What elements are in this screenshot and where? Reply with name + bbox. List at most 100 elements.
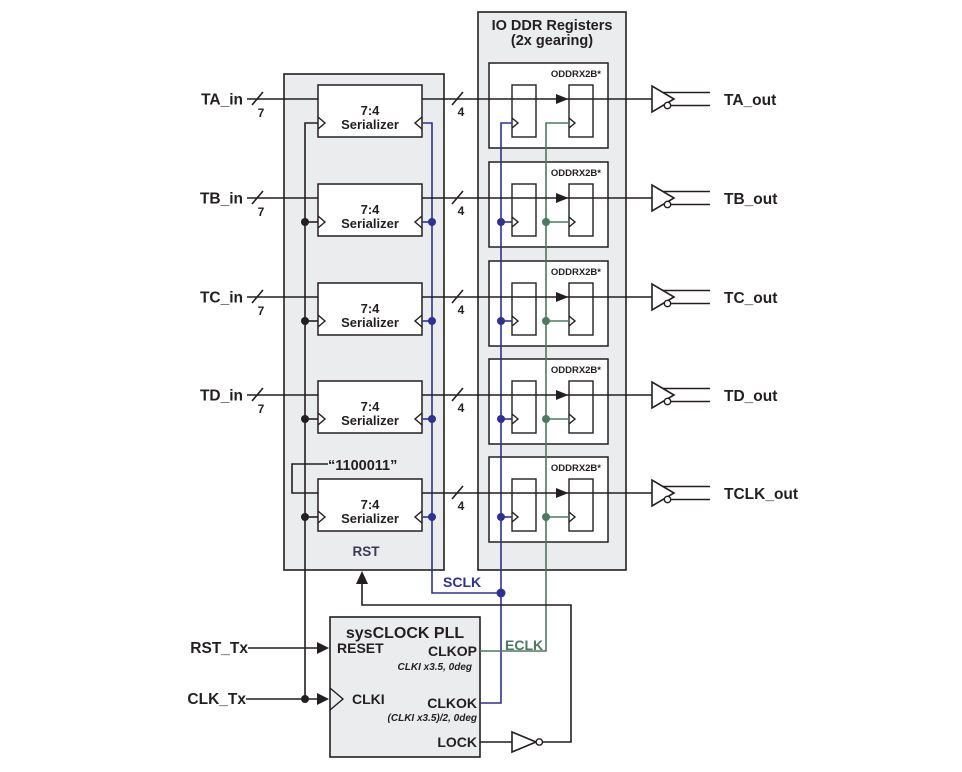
- pattern-wire: [291, 463, 328, 494]
- clock-chevron-icon: [568, 315, 577, 327]
- serializer-ratio: 7:4: [361, 497, 381, 512]
- serializer-label: Serializer: [341, 315, 399, 330]
- junction-dot: [428, 513, 436, 521]
- junction-dot: [542, 317, 550, 325]
- clk-tx-label: CLK_Tx: [187, 691, 246, 708]
- junction-dot: [542, 513, 550, 521]
- clock-chevron-icon: [413, 314, 423, 328]
- input-label: TC_in: [200, 290, 243, 307]
- ff-arrowhead: [556, 488, 569, 498]
- ff-arrowhead: [556, 193, 569, 203]
- pll-input-wires: [246, 642, 345, 711]
- oddr-label: ODDRX2B*: [551, 168, 601, 179]
- row-td: TD_in 7 4 7:4 Serializer ODDRX2B* TD_out: [200, 365, 777, 428]
- bus-width: 4: [458, 303, 465, 317]
- bus-width: 4: [458, 499, 465, 513]
- input-label: TB_in: [200, 191, 243, 208]
- oddr-label: ODDRX2B*: [551, 365, 601, 376]
- junction-dot: [497, 513, 505, 521]
- ff2: [568, 183, 594, 237]
- row-tclk: “1100011” 4 7:4 Serializer ODDRX2B* TCLK…: [291, 458, 798, 526]
- clki-arrowhead: [317, 693, 329, 705]
- pll-title: sysCLOCK PLL: [346, 625, 464, 642]
- bus-slash: [451, 485, 464, 500]
- io-ddr-title-line2: (2x gearing): [511, 33, 593, 49]
- ff2: [568, 478, 594, 532]
- sclk-label: SCLK: [443, 574, 481, 590]
- rst-label: RST: [353, 544, 381, 559]
- oddr-cells: [488, 62, 609, 543]
- serializer-label: Serializer: [341, 511, 399, 526]
- junction-dot: [497, 218, 505, 226]
- inverter-bubble-icon: [535, 738, 544, 746]
- oddr-label: ODDRX2B*: [551, 267, 601, 278]
- row-ta: TA_in 7 4 7:4 Serializer ODDRX2B* TA_out: [201, 69, 776, 132]
- serializer-cell: [317, 380, 423, 434]
- clock-chevron-icon: [317, 510, 327, 524]
- ff1: [511, 282, 537, 336]
- bus-slash: [251, 289, 264, 304]
- clock-chevron-icon: [413, 215, 423, 229]
- clock-chevron-icon: [413, 510, 423, 524]
- serializer-label: Serializer: [341, 413, 399, 428]
- ff1: [511, 84, 537, 138]
- eclk-wire: [480, 122, 569, 652]
- ff2: [568, 380, 594, 434]
- bus-width: 4: [458, 105, 465, 119]
- clock-chevron-icon: [568, 216, 577, 228]
- output-buffer-icon: [651, 478, 676, 508]
- reset-arrowhead: [317, 642, 329, 654]
- bus-width: 7: [258, 205, 265, 219]
- output-label: TCLK_out: [724, 486, 798, 503]
- bus-slash: [251, 190, 264, 205]
- clock-chevron-icon: [317, 116, 327, 130]
- junction-dot: [301, 317, 309, 325]
- ff1: [511, 478, 537, 532]
- output-label: TA_out: [724, 92, 776, 109]
- input-label: TD_in: [200, 388, 243, 405]
- serializer-ratio: 7:4: [361, 399, 381, 414]
- clock-chevron-icon: [511, 117, 520, 129]
- bus-width: 4: [458, 401, 465, 415]
- clock-chevron-icon: [568, 511, 577, 523]
- clock-chevron-icon: [568, 413, 577, 425]
- serializer-cell: [317, 84, 423, 138]
- input-label: TA_in: [201, 92, 243, 109]
- ff-arrowhead: [556, 390, 569, 400]
- clk-distribution-wire: [301, 122, 318, 703]
- pll-reset-pin: RESET: [337, 640, 384, 656]
- bus-width: 4: [458, 204, 465, 218]
- bus-slash: [451, 387, 464, 402]
- bus-slash: [451, 190, 464, 205]
- serializer-ratio: 7:4: [361, 202, 381, 217]
- junction-dot: [428, 415, 436, 423]
- clock-chevron-icon: [317, 215, 327, 229]
- pll-clkop-pin: CLKOP: [428, 643, 477, 659]
- pll-pins: RESET CLKI CLKOP CLKI x3.5, 0deg CLKOK (…: [337, 640, 477, 750]
- pll-clkok-note: (CLKI x3.5)/2, 0deg: [388, 713, 477, 724]
- junction-dot: [542, 218, 550, 226]
- junction-dot: [428, 218, 436, 226]
- rst-wire: [356, 571, 572, 754]
- bus-slash: [251, 91, 264, 106]
- junction-dot: [428, 317, 436, 325]
- bus-width: 7: [258, 304, 265, 318]
- ff-arrowhead: [556, 292, 569, 302]
- clock-chevron-icon: [511, 315, 520, 327]
- clock-chevron-icon: [317, 412, 327, 426]
- pll-clkop-note: CLKI x3.5, 0deg: [398, 662, 472, 673]
- buffer-bubble-icon: [663, 495, 672, 504]
- rst-tx-label: RST_Tx: [190, 640, 248, 657]
- output-buffer-icon: [651, 183, 676, 213]
- buffer-bubble-icon: [663, 101, 672, 110]
- io-ddr-title-line1: IO DDR Registers: [492, 18, 613, 34]
- pll-clkok-pin: CLKOK: [427, 695, 477, 711]
- buffer-bubble-icon: [663, 200, 672, 209]
- ff2: [568, 282, 594, 336]
- pll-clki-pin: CLKI: [352, 691, 385, 707]
- clock-chevron-icon: [329, 687, 345, 711]
- pll-box: [329, 616, 481, 758]
- pll-lock-pin: LOCK: [437, 734, 477, 750]
